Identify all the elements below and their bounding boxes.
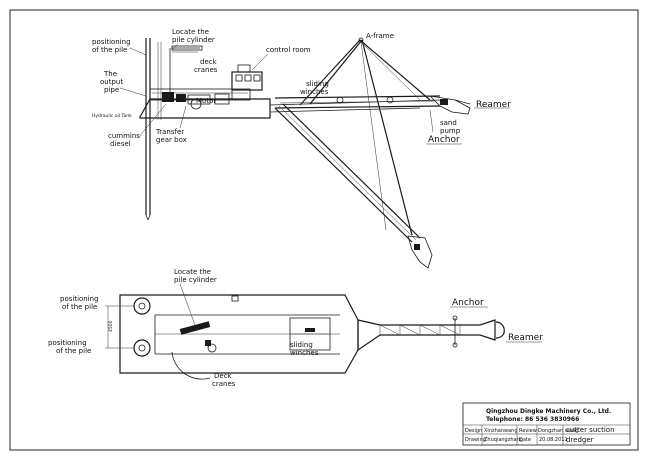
dimension-4500: 4500 — [108, 320, 114, 332]
label-cummins-diesel-1: cummins — [108, 132, 140, 140]
title-date-label: Date — [519, 437, 531, 443]
label-output-pipe-1: The — [103, 70, 117, 78]
positioning-pile-side — [145, 38, 162, 221]
title-name-2: dredger — [566, 436, 594, 444]
label-control-room: control room — [266, 46, 311, 54]
label-positioning-pile-bottom-2: of the pile — [56, 347, 91, 355]
label-deck-cranes-2: cranes — [194, 66, 218, 74]
label-positioning-pile-top-2: of the pile — [62, 303, 97, 311]
label-locate-pile-cylinder-1: Locate the — [172, 28, 209, 36]
label-sliding-winches-side-1: sliding — [306, 80, 329, 88]
label-motor: Motor — [196, 97, 216, 105]
pile-bottom-plan — [133, 339, 151, 357]
drawing-frame — [9, 9, 639, 451]
control-room-side — [231, 64, 263, 100]
label-a-frame: A-frame — [366, 32, 394, 40]
side-view: positioning of the pile Locate the pile … — [92, 28, 511, 269]
label-sliding-winches-plan-1: sliding — [290, 341, 313, 349]
label-output-pipe-2: output — [100, 78, 123, 86]
label-reamer-side: Reamer — [476, 100, 511, 110]
label-deck-cranes-plan-1: Deck — [214, 372, 233, 380]
title-block: Qingzhou Dingke Machinery Co., Ltd. Tele… — [462, 402, 631, 446]
ladder-plan — [357, 319, 496, 352]
label-locate-pile-cylinder-plan-2: pile cylinder — [174, 276, 217, 284]
ladder-lowered — [274, 103, 433, 269]
label-sand-pump-1: sand — [440, 119, 457, 127]
reamer-plan — [495, 321, 505, 339]
title-drawing-label: Drawing — [465, 437, 486, 443]
label-output-pipe-3: pipe — [104, 86, 119, 94]
label-positioning-pile-bottom-1: positioning — [48, 339, 87, 347]
label-hydraulic-oil-tank: Hydraulic oil Tank — [92, 113, 132, 119]
label-sliding-winches-side-2: winches — [300, 88, 329, 96]
label-anchor-plan: Anchor — [452, 298, 484, 308]
label-locate-pile-cylinder-plan-1: Locate the — [174, 268, 211, 276]
title-name-1: cutter suction — [566, 426, 615, 434]
title-date-value: 20.08.2011 — [539, 437, 568, 443]
hull-side — [139, 88, 441, 119]
label-transfer-gear-box-2: gear box — [156, 136, 187, 144]
title-telephone: Telephone: 86 536 3830966 — [486, 416, 579, 423]
label-sand-pump-2: pump — [440, 127, 461, 135]
title-drawing-name: Zhuqiangzhang — [484, 437, 523, 443]
title-company: Qingzhou Dingke Machinery Co., Ltd. — [486, 408, 611, 415]
title-review-name: Dongzhan wang — [538, 428, 578, 434]
label-positioning-pile-top-1: positioning — [60, 295, 99, 303]
label-positioning-pile-side-2: of the pile — [92, 46, 127, 54]
pile-top-plan — [133, 297, 151, 315]
machinery-side — [162, 92, 230, 110]
plan-view: 4500 positioning of the pile positioning… — [48, 268, 543, 388]
title-review-label: Review — [519, 428, 537, 434]
label-deck-cranes-1: deck — [200, 58, 218, 66]
label-sliding-winches-plan-2: winches — [290, 349, 319, 357]
label-anchor-side: Anchor — [428, 135, 460, 145]
label-positioning-pile-side-1: positioning — [92, 38, 131, 46]
deck-crane-plan — [171, 351, 211, 380]
title-design-label: Design — [465, 428, 482, 434]
title-design-name: Xinzhanwang — [484, 428, 518, 434]
label-deck-cranes-plan-2: cranes — [212, 380, 236, 388]
a-frame-side — [299, 37, 431, 236]
label-reamer-plan: Reamer — [508, 333, 543, 343]
label-cummins-diesel-2: diesel — [110, 140, 131, 148]
label-transfer-gear-box-1: Transfer — [155, 128, 184, 136]
deck-crane-side — [169, 45, 203, 100]
label-locate-pile-cylinder-2: pile cylinder — [172, 36, 215, 44]
ladder-horizontal — [274, 95, 471, 133]
